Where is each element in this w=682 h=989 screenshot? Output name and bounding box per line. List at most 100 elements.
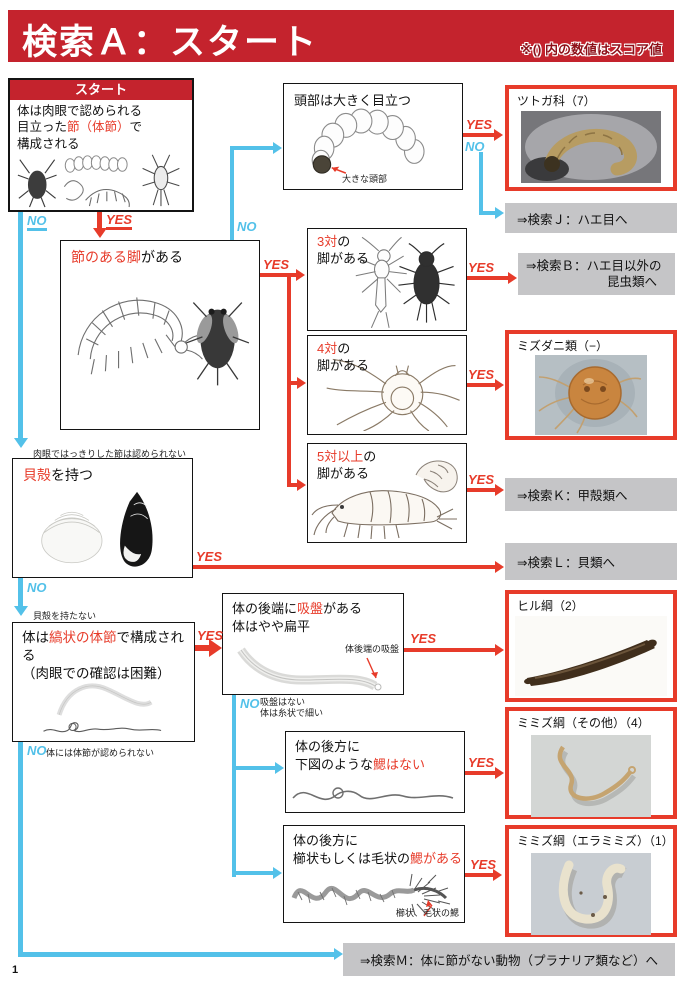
gills-annotation: 櫛状、毛状の鰓 — [396, 908, 460, 918]
start-box-header: スタート — [10, 80, 192, 100]
four-leg-pairs-box: 4対の 脚がある — [307, 335, 467, 435]
flow-line — [404, 648, 497, 652]
jointed-legs-box: 節のある脚がある — [60, 240, 260, 430]
rear-sucker-box: 体の後端に吸盤がある 体はやや扁平 体後端の吸盤 — [222, 593, 404, 695]
flow-line — [18, 578, 23, 608]
ref-search-b: ⇒検索Ｂ：ハエ目以外の 昆虫類へ — [518, 253, 675, 295]
flow-line — [232, 871, 274, 875]
result-mimizu-era-box: ミミズ綱（エラミミズ）（1） — [505, 825, 677, 937]
caterpillar-illustration — [311, 108, 425, 174]
flow-line — [467, 276, 510, 280]
flow-line — [193, 565, 497, 569]
result-mimizu-other-label: ミミズ綱（その他）（4） — [517, 716, 650, 730]
start-box-text: 体は肉眼で認められる 目立った節（体節）で 構成される — [17, 104, 143, 151]
start-box: スタート 体は肉眼で認められる 目立った節（体節）で 構成される — [8, 78, 194, 212]
three-leg-pairs-box: 3対の 脚がある — [307, 228, 467, 331]
arrowhead-right-icon — [495, 644, 504, 656]
mizudani-photo — [535, 355, 647, 435]
shell-box: 貝殻を持つ — [12, 458, 193, 578]
yes-label: YES — [106, 213, 133, 230]
flow-line — [195, 645, 211, 651]
flow-line — [287, 381, 299, 385]
amphipod-and-fly-illustration — [77, 297, 250, 386]
yes-label: YES — [466, 117, 493, 132]
yes-label: YES — [470, 857, 497, 872]
yes-label: YES — [263, 257, 290, 272]
gills-title: 体の後方に 櫛状もしくは毛状の鰓がある — [293, 833, 463, 866]
ref-search-k: ⇒検索Ｋ：甲殻類へ — [505, 478, 677, 511]
thread-worm-illustration — [292, 787, 454, 801]
assorted-invertebrates-illustration — [17, 154, 180, 208]
large-head-title: 頭部は大きく目立つ — [294, 93, 412, 108]
ref-search-j: ⇒検索Ｊ：ハエ目へ — [505, 203, 677, 233]
yes-label: YES — [468, 472, 495, 487]
flow-line — [18, 212, 23, 440]
arrowhead-right-icon — [209, 639, 222, 657]
arrowhead-down-icon — [93, 228, 107, 238]
arrowhead-right-icon — [273, 867, 282, 879]
large-head-box: 頭部は大きく目立つ 大きな頭部 — [283, 83, 463, 190]
thread-body-note: 体は糸状で細い — [260, 708, 324, 718]
tsutoga-photo — [521, 111, 661, 183]
five-plus-leg-pairs-title: 5対以上の 脚がある — [317, 449, 377, 481]
arrowhead-right-icon — [508, 272, 517, 284]
yes-label: YES — [468, 755, 495, 770]
no-clear-segments-note: 肉眼ではっきりした節は認められない — [33, 449, 187, 459]
result-mizudani-box: ミズダニ類（−） — [505, 330, 677, 440]
no-gills-title: 体の後方に 下図のような鰓はない — [295, 739, 426, 772]
water-mite-illustration — [326, 358, 460, 431]
arrowhead-right-icon — [495, 561, 504, 573]
result-mizudani-label: ミズダニ類（−） — [517, 339, 609, 353]
arrowhead-right-icon — [495, 767, 504, 779]
arrowhead-down-icon — [14, 438, 28, 448]
rear-sucker-annotation: 体後端の吸盤 — [345, 644, 400, 654]
result-hiru-box: ヒル綱（2） — [505, 590, 677, 702]
no-label: NO — [27, 580, 47, 595]
arrowhead-down-icon — [14, 606, 28, 616]
large-head-annotation: 大きな頭部 — [342, 174, 388, 184]
result-mimizu-other-box: ミミズ綱（その他）（4） — [505, 707, 677, 819]
gills-box: 体の後方に 櫛状もしくは毛状の鰓がある 櫛状、毛状の鰓 — [283, 825, 465, 923]
flow-line — [230, 146, 274, 150]
arrowhead-right-icon — [495, 207, 504, 219]
gilled-worm-illustration — [291, 873, 451, 917]
flow-line — [18, 952, 336, 957]
result-tsutoga-box: ツトガ科（7） — [505, 85, 677, 191]
flow-line — [287, 483, 299, 487]
arrowhead-right-icon — [495, 484, 504, 496]
no-label: NO — [465, 139, 485, 154]
flow-line — [465, 771, 497, 775]
flat-leech-illustration — [237, 647, 382, 691]
arrowhead-right-icon — [494, 129, 503, 141]
result-mimizu-era-label: ミミズ綱（エラミミズ）（1） — [517, 834, 674, 848]
mimizu-era-photo — [531, 853, 651, 935]
thin-worms-illustration — [43, 683, 162, 733]
mimizu-other-photo — [531, 735, 651, 817]
ref-search-l: ⇒検索Ｌ：貝類へ — [505, 543, 677, 580]
flow-line — [465, 873, 495, 877]
arrowhead-right-icon — [297, 377, 306, 389]
hiru-photo — [515, 616, 667, 696]
insect-nymphs-illustration — [355, 236, 455, 329]
no-segments-note: 体には体節が認められない — [46, 748, 155, 758]
arrowhead-right-icon — [273, 142, 282, 154]
result-tsutoga-label: ツトガ科（7） — [517, 94, 596, 108]
flow-line — [230, 148, 234, 240]
flow-line — [479, 211, 496, 215]
yes-label: YES — [468, 367, 495, 382]
no-label: NO — [27, 743, 47, 758]
striped-segments-box: 体は縞状の体節で構成される （肉眼での確認は困難） — [12, 622, 195, 742]
flow-line — [467, 383, 497, 387]
flow-line — [260, 273, 298, 277]
ref-search-m: ⇒検索Ｍ：体に節がない動物（プラナリア類など）へ — [343, 943, 675, 976]
page-number: 1 — [12, 964, 19, 976]
arrowhead-right-icon — [495, 379, 504, 391]
arrowhead-right-icon — [493, 869, 502, 881]
arrowhead-right-icon — [275, 762, 284, 774]
arrowhead-right-icon — [296, 269, 305, 281]
score-note: ※() 内の数値はスコア値 — [520, 42, 662, 57]
no-gills-box: 体の後方に 下図のような鰓はない — [285, 731, 465, 813]
striped-segments-title: 体は縞状の体節で構成される （肉眼での確認は困難） — [22, 630, 184, 682]
yes-label: YES — [197, 628, 224, 643]
